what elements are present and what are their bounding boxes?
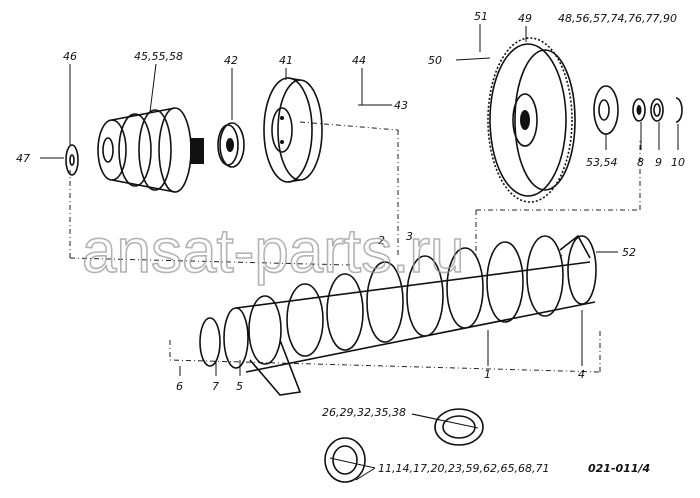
label-part-41: 41 [279,54,293,67]
part-46-washer [65,144,79,176]
part-53-flange [593,85,619,135]
part-8-bearing [632,98,646,122]
label-part-44: 44 [352,54,366,67]
label-part-46: 46 [63,50,77,63]
label-part-9: 9 [655,156,662,169]
label-part-6: 6 [176,380,183,393]
label-part-45: 45,55,58 [134,50,183,63]
part-9-seal [650,98,664,122]
crankshaft [199,234,597,396]
label-part-43: 43 [394,99,408,112]
label-part-52: 52 [622,246,636,259]
label-part-50: 50 [428,54,442,67]
label-part-42: 42 [224,54,238,67]
label-part-49: 49 [518,12,532,25]
label-part-4: 4 [578,368,585,381]
label-part-1: 1 [484,368,491,381]
label-part-53: 53,54 [586,156,618,169]
watermark-text: ansat-parts.ru [82,217,465,286]
leader-lines [40,24,679,481]
label-part-7: 7 [212,380,219,393]
label-part-11: 11,14,17,20,23,59,62,65,68,71 [378,462,549,475]
label-part-47: 47 [16,152,30,165]
part-45-pulley [97,107,204,193]
label-part-26: 26,29,32,35,38 [322,406,406,419]
part-10-ring [675,97,683,123]
part-41-damper [263,77,323,183]
label-part-5: 5 [236,380,243,393]
label-part-2: 2 [378,234,385,247]
label-part-8: 8 [637,156,644,169]
bearing-shell-upper [434,408,484,446]
label-part-48: 48,56,57,74,76,77,90 [558,12,677,25]
part-49-flywheel [487,37,576,203]
drawing-code: 021-011/4 [588,462,650,475]
assembly-guide-lines [69,121,641,373]
label-part-3: 3 [406,230,413,243]
part-42-hub [217,122,245,168]
label-part-51: 51 [474,10,488,23]
bearing-shell-lower [324,437,366,483]
label-part-10: 10 [671,156,685,169]
